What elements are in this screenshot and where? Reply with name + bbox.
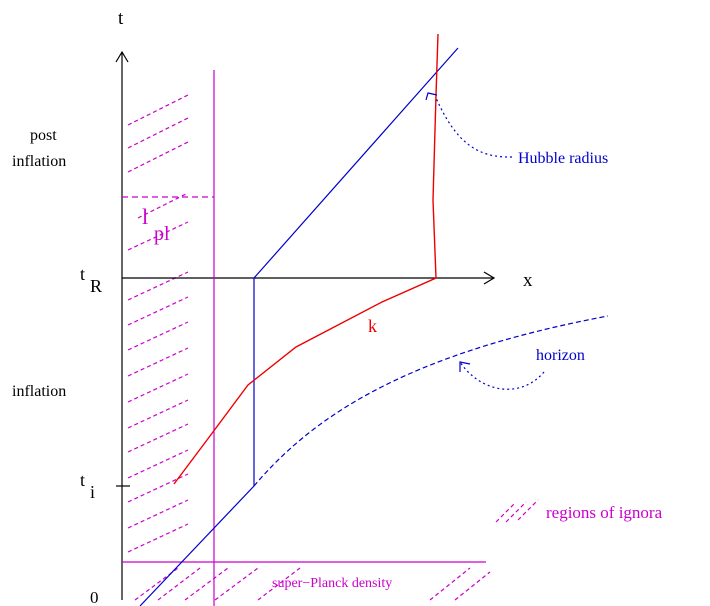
x-axis-label: x xyxy=(523,270,533,291)
mode-k-curve xyxy=(173,33,439,485)
origin-label: 0 xyxy=(90,588,99,606)
planck-length-main: l xyxy=(142,204,148,229)
planck-length-sub: pl xyxy=(154,223,170,245)
hubble-radius-curve xyxy=(139,47,459,606)
legend-hatch-icon xyxy=(495,499,539,523)
tick-ti-sub: i xyxy=(90,482,95,502)
legend-label: regions of ignora xyxy=(546,503,663,522)
t-axis-label: t xyxy=(118,8,124,29)
hatch-region xyxy=(127,94,491,601)
tick-tR-main: t xyxy=(80,264,85,284)
hubble-radius-label: Hubble radius xyxy=(518,150,608,167)
hubble-pointer-icon xyxy=(425,92,438,101)
super-planck-label: super−Planck density xyxy=(272,576,392,591)
axes xyxy=(115,50,496,600)
hubble-leader xyxy=(435,97,513,158)
horizon-label: horizon xyxy=(536,347,585,364)
post-inflation-label-line2: inflation xyxy=(12,153,66,170)
inflation-label: inflation xyxy=(12,383,66,400)
post-inflation-label-line1: post xyxy=(30,127,57,144)
horizon-pointer-icon xyxy=(459,361,471,372)
x-axis-arrow xyxy=(483,271,496,285)
tick-ti-main: t xyxy=(80,470,85,490)
tick-tR-sub: R xyxy=(90,276,102,296)
horizon-curve xyxy=(253,315,609,487)
planck-lines xyxy=(122,70,486,606)
t-axis-arrow xyxy=(115,50,129,63)
leader-lines xyxy=(435,97,545,390)
horizon-leader xyxy=(459,361,545,390)
mode-k-label: k xyxy=(368,316,377,336)
